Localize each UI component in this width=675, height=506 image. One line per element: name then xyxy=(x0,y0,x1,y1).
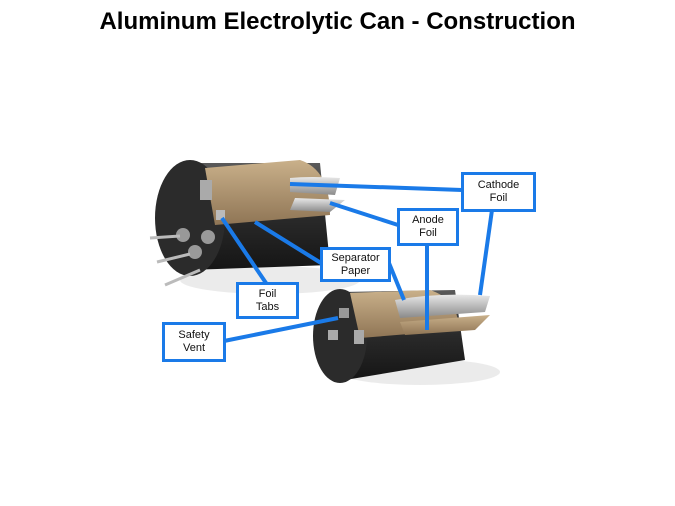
callout-lines xyxy=(220,182,494,343)
cathode-foil-label: Cathode Foil xyxy=(461,172,536,212)
capacitor-bottom xyxy=(313,289,500,385)
separator-paper-label: Separator Paper xyxy=(320,247,391,282)
capacitor-top xyxy=(149,160,360,294)
anode-foil-label: Anode Foil xyxy=(397,208,459,246)
safety-vent-label: Safety Vent xyxy=(162,322,226,362)
slide-title: Aluminum Electrolytic Can - Construction xyxy=(99,8,576,35)
foil-tabs-label: Foil Tabs xyxy=(236,282,299,319)
